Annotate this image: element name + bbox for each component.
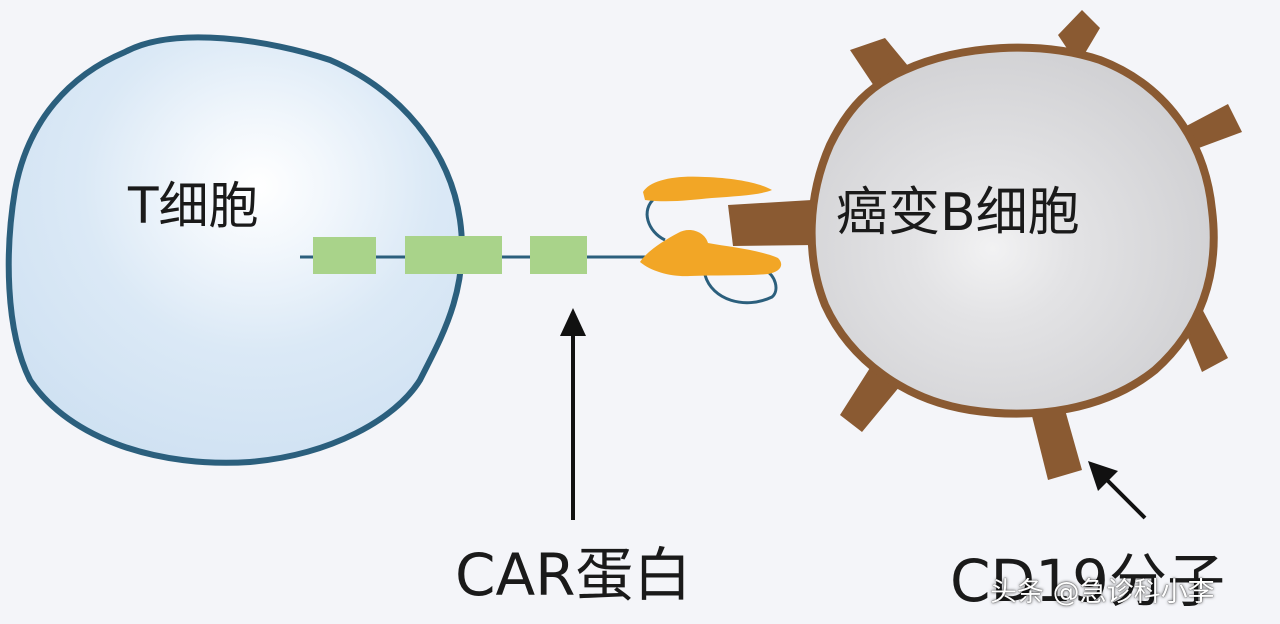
cancer-b-cell-label: 癌变B细胞: [836, 183, 1080, 243]
cd19-label: CD19分子: [950, 547, 1225, 615]
cd19-spike: [1058, 10, 1100, 65]
car-segment-1: [313, 237, 376, 274]
t-cell-body: [5, 34, 465, 466]
car-hinge-loop: [645, 196, 666, 242]
car-hinge-loop-lower: [703, 268, 778, 305]
cd19-spike: [728, 200, 816, 246]
cancer-b-cell: [728, 10, 1242, 480]
t-cell: [5, 34, 465, 466]
car-pointer-arrow: [560, 308, 586, 520]
car-segment-2: [405, 236, 502, 274]
t-cell-label: T细胞: [128, 177, 259, 235]
car-protein: [300, 176, 782, 305]
b-cell-body: [807, 43, 1218, 418]
car-segment-3: [530, 236, 587, 274]
watermark: 头条 @急诊科小李: [990, 577, 1215, 608]
cd19-pointer-arrow: [1088, 461, 1147, 520]
antibody-fragment-lower: [640, 229, 782, 277]
antibody-fragment-upper: [643, 176, 772, 202]
car-protein-label: CAR蛋白: [455, 541, 692, 609]
